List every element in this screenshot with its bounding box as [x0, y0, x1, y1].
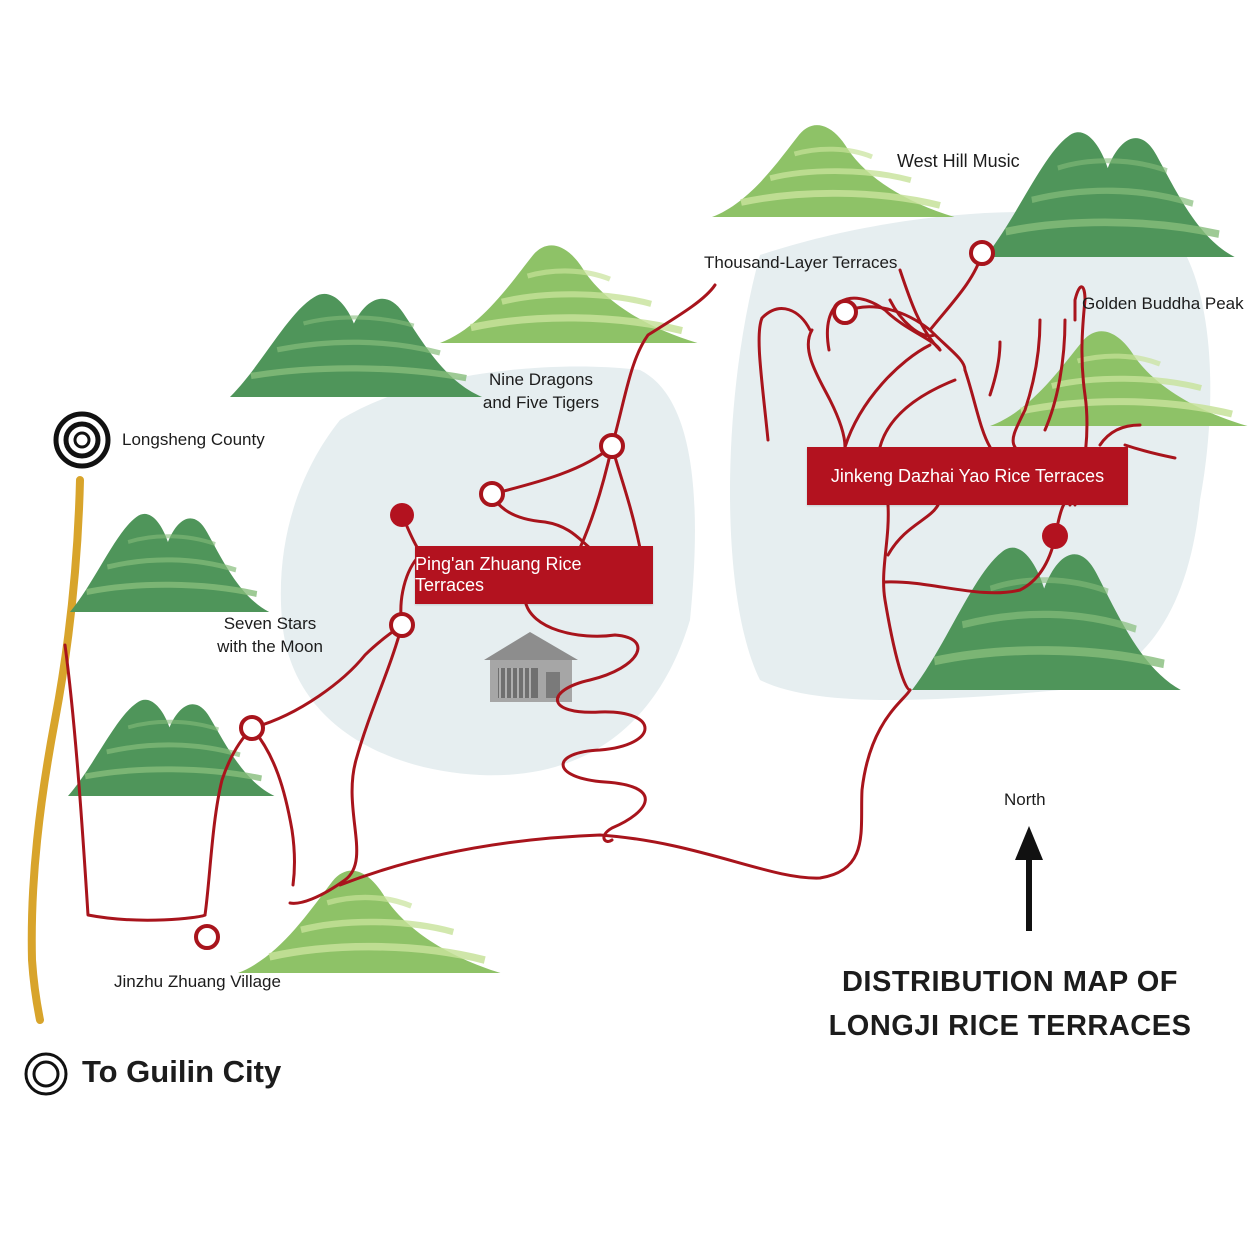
mountain-icon [68, 700, 274, 796]
location-marker-icon [389, 612, 415, 638]
place-seven-stars-line2: with the Moon [217, 637, 323, 656]
place-nine-dragons-line2: and Five Tigers [482, 393, 600, 412]
town-marker-icon [53, 411, 111, 469]
place-west-hill: West Hill Music [897, 151, 1020, 171]
map-title-line1: DISTRIBUTION MAP OF [841, 966, 1179, 998]
mountain-icon [230, 294, 482, 397]
mountain-icon [985, 132, 1235, 257]
location-marker-icon [194, 924, 220, 950]
place-nine-dragons: Nine Dragons and Five Tigers [456, 368, 626, 414]
location-marker-icon [599, 433, 625, 459]
mountain-icon [238, 871, 500, 973]
place-longsheng: Longsheng County [122, 430, 265, 449]
place-jinzhu: Jinzhu Zhuang Village [114, 972, 281, 991]
origin-label: To Guilin City [82, 1054, 282, 1089]
place-thousand-layer: Thousand-Layer Terraces [704, 253, 898, 272]
location-marker-icon [239, 715, 265, 741]
location-marker-icon [479, 481, 505, 507]
highway-road [27, 476, 84, 1024]
area-badge-jinkeng[interactable]: Jinkeng Dazhai Yao Rice Terraces [807, 447, 1128, 505]
mountain-icon [70, 514, 269, 612]
place-nine-dragons-line1: Nine Dragons [489, 370, 593, 389]
map-title-line2: LONGJI RICE TERRACES [828, 1010, 1192, 1042]
area-badge-pingan[interactable]: Ping'an Zhuang Rice Terraces [415, 546, 653, 604]
location-marker-icon [832, 299, 858, 325]
place-golden-buddha: Golden Buddha Peak [1082, 294, 1244, 313]
house-icon [484, 632, 578, 702]
map-title: DISTRIBUTION MAP OF LONGJI RICE TERRACES [800, 960, 1220, 1048]
place-seven-stars-line1: Seven Stars [223, 614, 317, 633]
location-marker-icon [969, 240, 995, 266]
location-marker-icon [1042, 523, 1068, 549]
location-markers [194, 240, 995, 950]
place-seven-stars: Seven Stars with the Moon [190, 612, 350, 658]
town-marker-icon [24, 1052, 68, 1096]
north-label: North [1004, 790, 1046, 809]
location-marker-icon [390, 503, 414, 527]
north-arrow-icon [1015, 826, 1043, 931]
